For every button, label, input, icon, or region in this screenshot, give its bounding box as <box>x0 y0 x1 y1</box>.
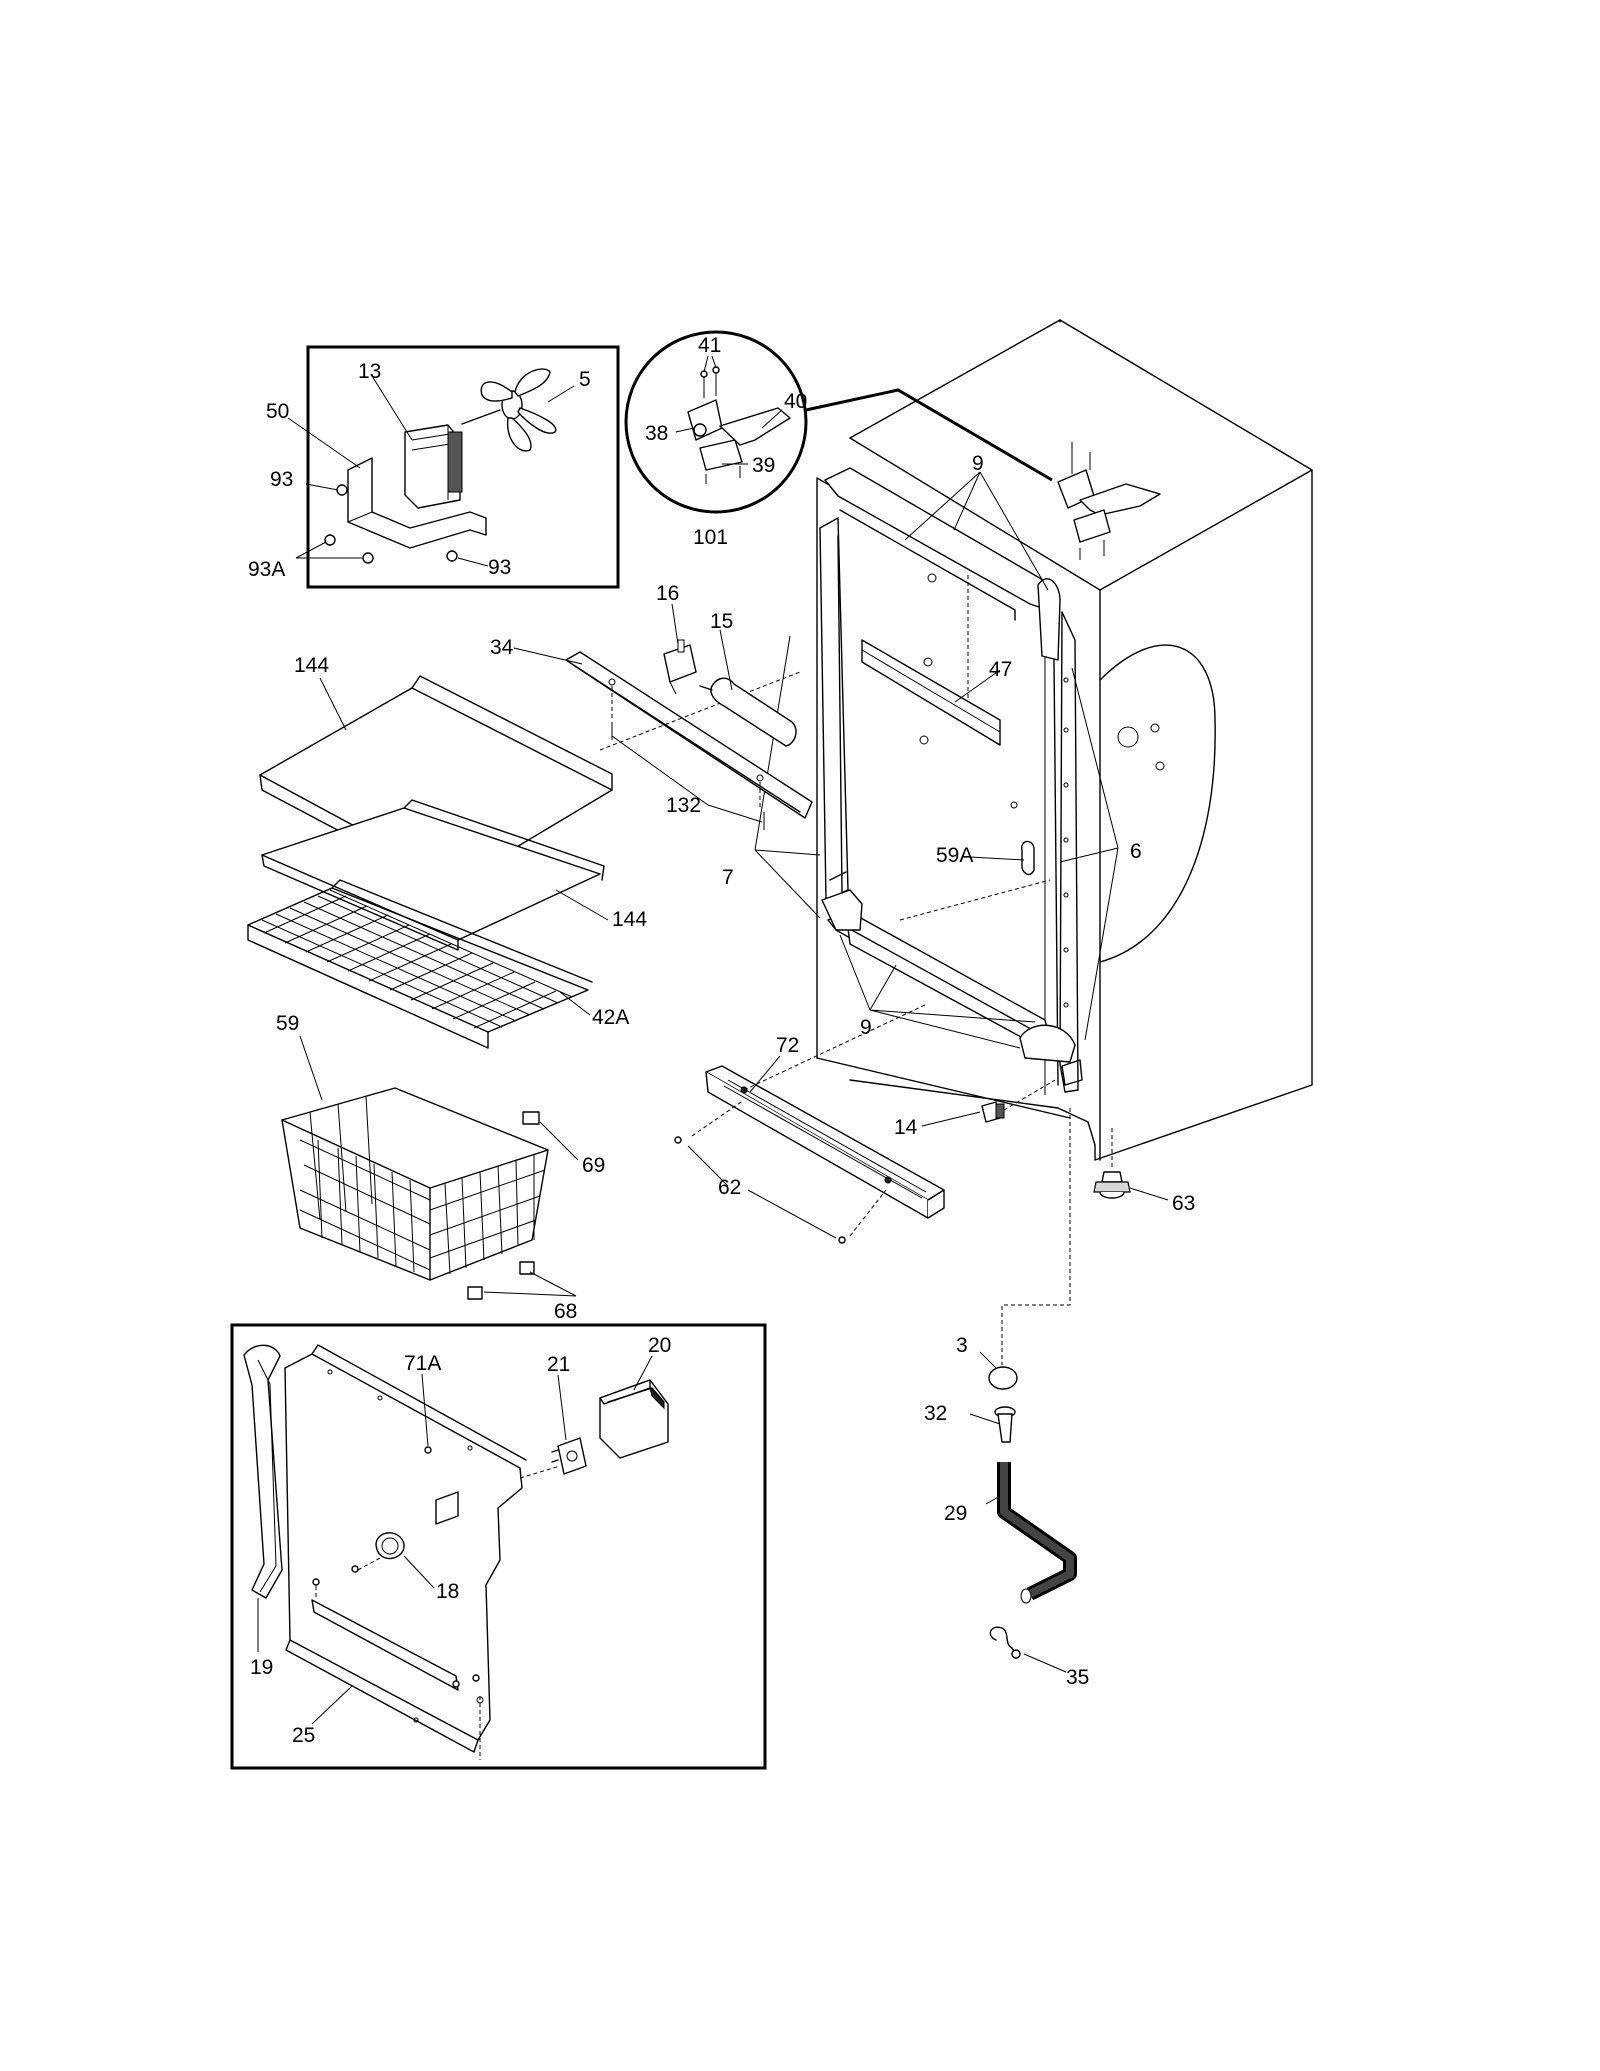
label-5: 5 <box>579 368 591 391</box>
drain-fitting-32 <box>994 1406 1016 1443</box>
label-20: 20 <box>648 1334 671 1357</box>
label-25: 25 <box>292 1724 315 1747</box>
timer-cover-20 <box>599 1379 669 1459</box>
toe-grille-72 <box>674 1004 945 1244</box>
label-29: 29 <box>944 1502 967 1525</box>
leveling-leg-63: 63 <box>1093 1128 1195 1215</box>
drain-tube-29 <box>997 1462 1077 1604</box>
label-35: 35 <box>1066 1666 1089 1689</box>
fan-blade <box>480 368 557 452</box>
label-40: 40 <box>784 390 807 413</box>
freezer-cabinet: 9 9 47 59A 6 7 <box>722 319 1313 1161</box>
side-strip-19 <box>243 1344 283 1599</box>
wire-basket-59 <box>281 1087 549 1281</box>
label-144: 144 <box>612 908 647 931</box>
label-34: 34 <box>490 636 514 659</box>
breaker-frame <box>819 467 1079 1093</box>
hinge-detail: 41 40 38 39 101 <box>624 330 1053 549</box>
screws-93 <box>324 484 458 564</box>
label-9: 9 <box>972 452 984 475</box>
label-93a: 93A <box>248 558 285 581</box>
label-39: 39 <box>752 454 775 477</box>
label-47: 47 <box>989 658 1012 681</box>
label-32: 32 <box>924 1402 947 1425</box>
motor-bracket <box>347 457 487 549</box>
label-13: 13 <box>358 360 381 383</box>
label-42a: 42A <box>592 1006 629 1029</box>
label-14: 14 <box>894 1116 918 1139</box>
label-93: 93 <box>270 468 293 491</box>
label-59: 59 <box>276 1012 299 1035</box>
label-9: 9 <box>860 1016 872 1039</box>
label-6: 6 <box>1130 840 1142 863</box>
wire-shelf-42a <box>247 879 593 1049</box>
label-41: 41 <box>698 334 721 357</box>
label-50: 50 <box>266 400 289 423</box>
label-21: 21 <box>547 1353 570 1376</box>
basket-clips <box>467 1111 540 1300</box>
shelf-144-bottom <box>261 799 605 951</box>
label-19: 19 <box>250 1656 273 1679</box>
fan-motor-inset: 13 5 50 93 93 93A <box>248 345 620 589</box>
label-3: 3 <box>956 1334 968 1357</box>
drain-clip-35 <box>989 1626 1021 1659</box>
label-72: 72 <box>776 1034 799 1057</box>
label-69: 69 <box>582 1154 605 1177</box>
label-16: 16 <box>656 582 679 605</box>
label-93: 93 <box>488 556 511 579</box>
label-62: 62 <box>718 1176 741 1199</box>
shelf-rail-47 <box>861 639 1001 746</box>
thermostat-16 <box>663 639 697 695</box>
switch-14 <box>981 1079 1056 1123</box>
label-71a: 71A <box>404 1352 441 1375</box>
label-68: 68 <box>554 1300 577 1323</box>
label-15: 15 <box>710 610 733 633</box>
top-hinge <box>1057 442 1161 560</box>
label-132: 132 <box>666 794 701 817</box>
label-144: 144 <box>294 654 329 677</box>
timer-21 <box>551 1437 587 1475</box>
drain-plug-3 <box>988 1366 1018 1390</box>
label-18: 18 <box>436 1580 459 1603</box>
capillary-15 <box>699 677 797 747</box>
thermostat-bracket: 16 15 34 132 <box>490 582 813 830</box>
label-7: 7 <box>722 866 734 889</box>
label-101: 101 <box>693 526 728 549</box>
label-63: 63 <box>1172 1192 1195 1215</box>
cover-panel-25 <box>284 1344 561 1760</box>
label-59a: 59A <box>936 844 973 867</box>
evaporator-cover-inset: 71A 21 20 18 19 25 <box>230 1323 767 1770</box>
drain-assembly: 3 32 29 35 <box>924 1108 1089 1689</box>
fan-motor <box>404 409 501 509</box>
label-38: 38 <box>645 422 668 445</box>
